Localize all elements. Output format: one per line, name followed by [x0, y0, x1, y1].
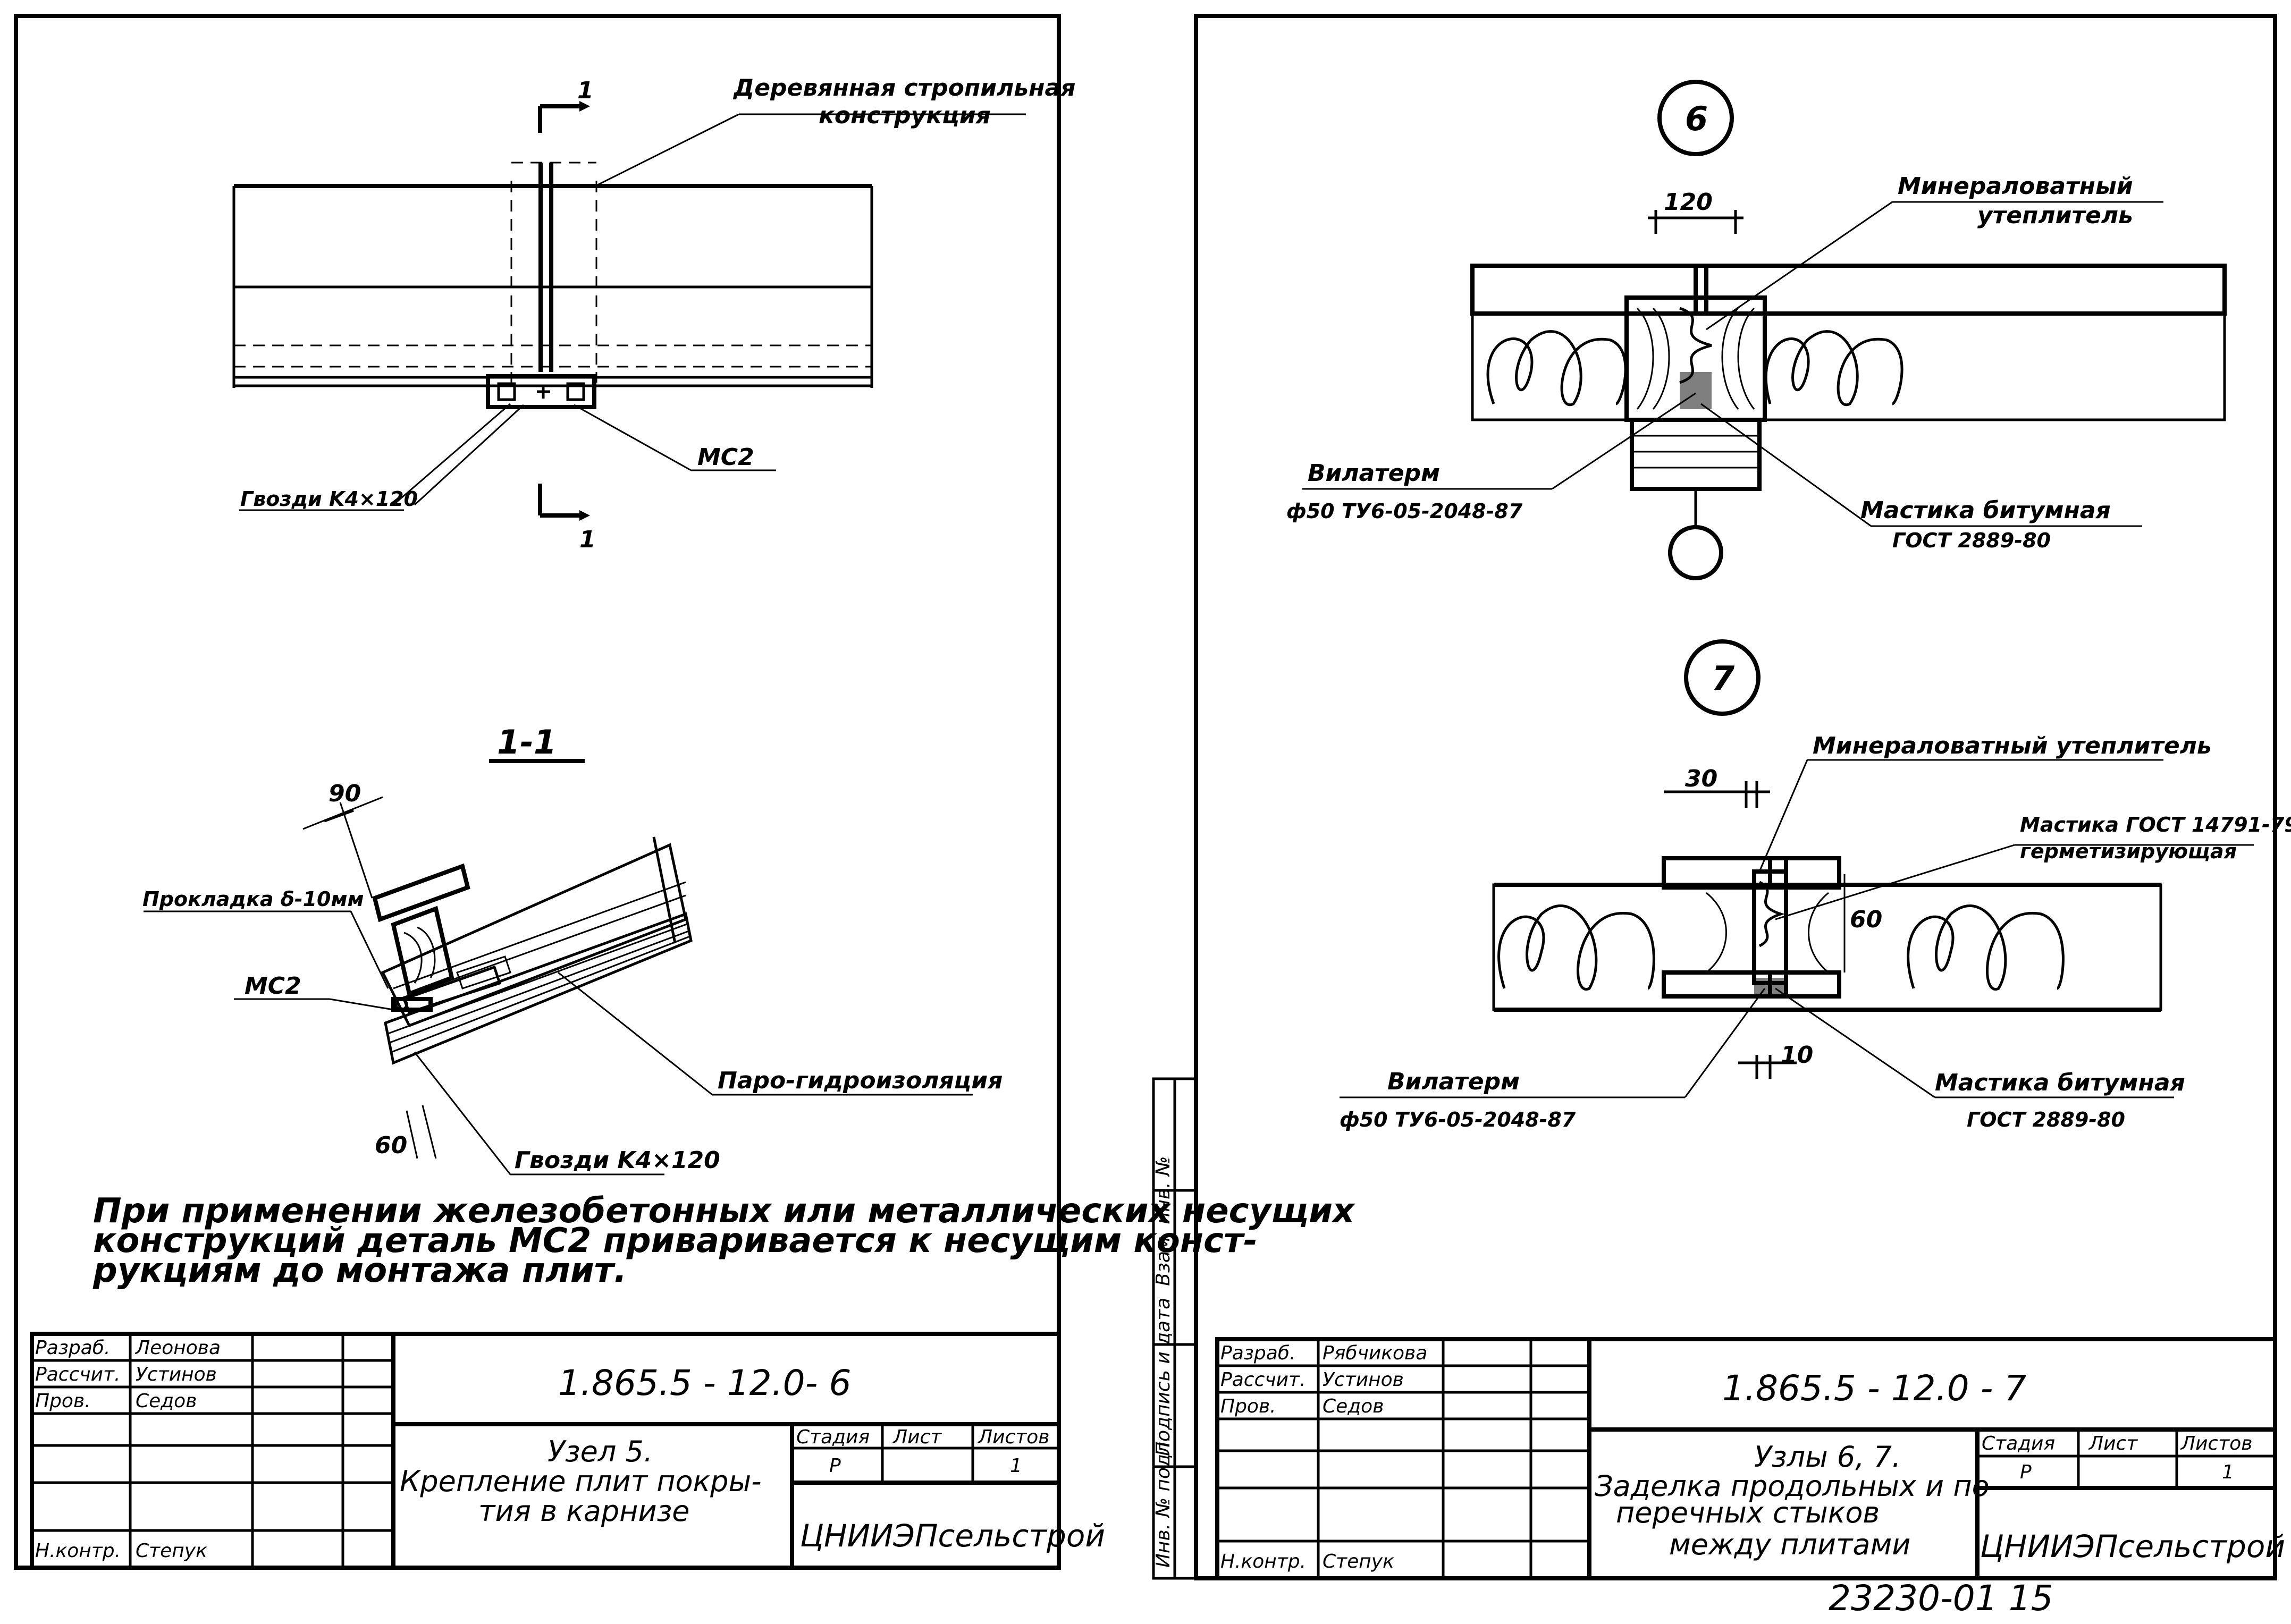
node-6-drawing [1302, 80, 2227, 580]
tb-right-stage: Р [2020, 1461, 2032, 1483]
title-block-left [30, 1332, 1061, 1570]
node-7-mastic-seal-2: герметизирующая [2020, 840, 2237, 863]
tb-right-name-2: Устинов [1323, 1369, 1404, 1391]
node-7-mastic-spec: ГОСТ 2889-80 [1967, 1108, 2125, 1131]
tb-left-org: ЦНИИЭПсельстрой [800, 1518, 1105, 1554]
node-6-mineral-1: Минераловатный [1898, 173, 2133, 200]
note-line-3: рукциям до монтажа плит. [92, 1251, 627, 1290]
tb-left-role-6: Н.контр. [35, 1540, 121, 1562]
tb-right-sheets-header: Листов [2180, 1433, 2252, 1454]
node-7-mastic: Мастика битумная [1935, 1069, 2185, 1096]
tb-left-sheets-header: Листов [977, 1426, 1049, 1448]
tb-left-name-2: Устинов [136, 1364, 217, 1385]
section-mark-top: 1 [577, 77, 594, 104]
tb-right-org: ЦНИИЭПсельстрой [1980, 1528, 2285, 1564]
node-6-vilaterm-spec: ф50 ТУ6-05-2048-87 [1286, 500, 1523, 523]
archive-number: 23230-01 15 [1829, 1578, 2053, 1619]
tb-right-name-line-4: между плитами [1669, 1528, 1910, 1561]
callout-nails-bottom: Гвозди K4×120 [515, 1147, 720, 1174]
callout-gasket: Прокладка δ-10мм [142, 887, 364, 911]
tb-right-role-6: Н.контр. [1220, 1551, 1306, 1572]
node-7-dim-10: 10 [1781, 1042, 1813, 1069]
tb-left-name-6: Степук [136, 1540, 207, 1562]
tb-left-name-3: Седов [136, 1390, 197, 1412]
node-7-vilaterm: Вилатерм [1387, 1068, 1520, 1095]
tb-left-code: 1.865.5 - 12.0- 6 [558, 1363, 851, 1403]
tb-right-name-line-2: Заделка продольных и по- [1595, 1469, 2000, 1503]
section-title: 1-1 [497, 723, 557, 762]
tb-right-name-line-3: перечных стыков [1616, 1496, 1880, 1529]
tb-right-sheets: 1 [2222, 1461, 2234, 1483]
node-6-vilaterm: Вилатерм [1308, 460, 1440, 487]
tb-left-role-2: Рассчит. [35, 1364, 120, 1385]
node-7-mastic-seal-1: Мастика ГОСТ 14791-79 [2020, 813, 2291, 836]
node-6-dim-120: 120 [1664, 189, 1713, 216]
node-7-number: 7 [1712, 659, 1735, 698]
tb-left-stage: Р [829, 1455, 841, 1477]
node-7-dim-30: 30 [1685, 765, 1717, 792]
node-6-mastic-spec: ГОСТ 2889-80 [1892, 529, 2051, 552]
callout-nails-top: Гвозди K4×120 [240, 487, 418, 511]
left-sheet: 1 1 Деревянная стропильная конструкция Г… [14, 14, 1355, 1570]
plan-view: 1 1 [232, 77, 1026, 553]
note-line-2: конструкций деталь МС2 приваривается к н… [93, 1221, 1258, 1261]
node-6-mineral-2: утеплитель [1977, 202, 2133, 229]
dim-90: 90 [329, 780, 361, 807]
side-stamp-replace: Взам. инв. № [1152, 1156, 1174, 1286]
node-7-mineral: Минераловатный утеплитель [1813, 732, 2212, 759]
node-6-number: 6 [1685, 99, 1708, 138]
section-mark-bottom: 1 [579, 526, 596, 553]
callout-mc2-top: МС2 [697, 444, 754, 471]
tb-right-role-1: Разраб. [1220, 1342, 1295, 1364]
tb-left-role-3: Пров. [35, 1390, 91, 1412]
dim-60: 60 [375, 1132, 407, 1159]
side-stamp-sign: Подпись и дата [1152, 1298, 1174, 1456]
tb-left-sheet-header: Лист [892, 1426, 942, 1448]
node-7-vilaterm-spec: ф50 ТУ6-05-2048-87 [1340, 1108, 1576, 1131]
side-stamp-inv: Инв. № подл. [1152, 1436, 1174, 1568]
tb-left-role-1: Разраб. [35, 1337, 110, 1359]
right-sheet: 6 120 Минераловатный утеплитель Вилатерм… [1152, 14, 2291, 1619]
callout-wood-frame-2: конструкция [819, 102, 991, 129]
tb-right-name-6: Степук [1323, 1551, 1394, 1572]
tb-right-role-2: Рассчит. [1220, 1369, 1305, 1391]
callout-mc2-section: МС2 [245, 972, 301, 1000]
tb-right-code: 1.865.5 - 12.0 - 7 [1722, 1368, 2026, 1409]
tb-left-name-line-2: Крепление плит покры- [400, 1465, 762, 1498]
tb-right-name-3: Седов [1323, 1395, 1384, 1417]
section-view [144, 796, 973, 1175]
tb-right-sheet-header: Лист [2088, 1433, 2138, 1454]
callout-wood-frame-1: Деревянная стропильная [732, 74, 1075, 102]
tb-right-name-line-1: Узлы 6, 7. [1754, 1440, 1901, 1474]
node-6-mastic: Мастика битумная [1860, 497, 2111, 524]
tb-right-role-3: Пров. [1220, 1395, 1276, 1417]
note-line-1: При применении железобетонных или металл… [93, 1191, 1355, 1231]
tb-left-name-line-3: тия в карнизе [478, 1494, 690, 1528]
tb-left-sheets: 1 [1010, 1455, 1022, 1477]
node-7-drawing [1340, 639, 2254, 1098]
tb-right-name-1: Рябчикова [1323, 1342, 1427, 1364]
node-7-dim-60: 60 [1850, 906, 1882, 933]
side-stamp [1152, 1077, 1198, 1580]
callout-vapor-barrier: Паро-гидроизоляция [718, 1067, 1003, 1094]
tb-left-name-1: Леонова [134, 1337, 221, 1359]
title-block-right [1215, 1337, 2277, 1580]
tb-left-name-line-1: Узел 5. [548, 1435, 653, 1468]
tb-left-stage-header: Стадия [796, 1426, 870, 1448]
tb-right-stage-header: Стадия [1982, 1433, 2055, 1454]
